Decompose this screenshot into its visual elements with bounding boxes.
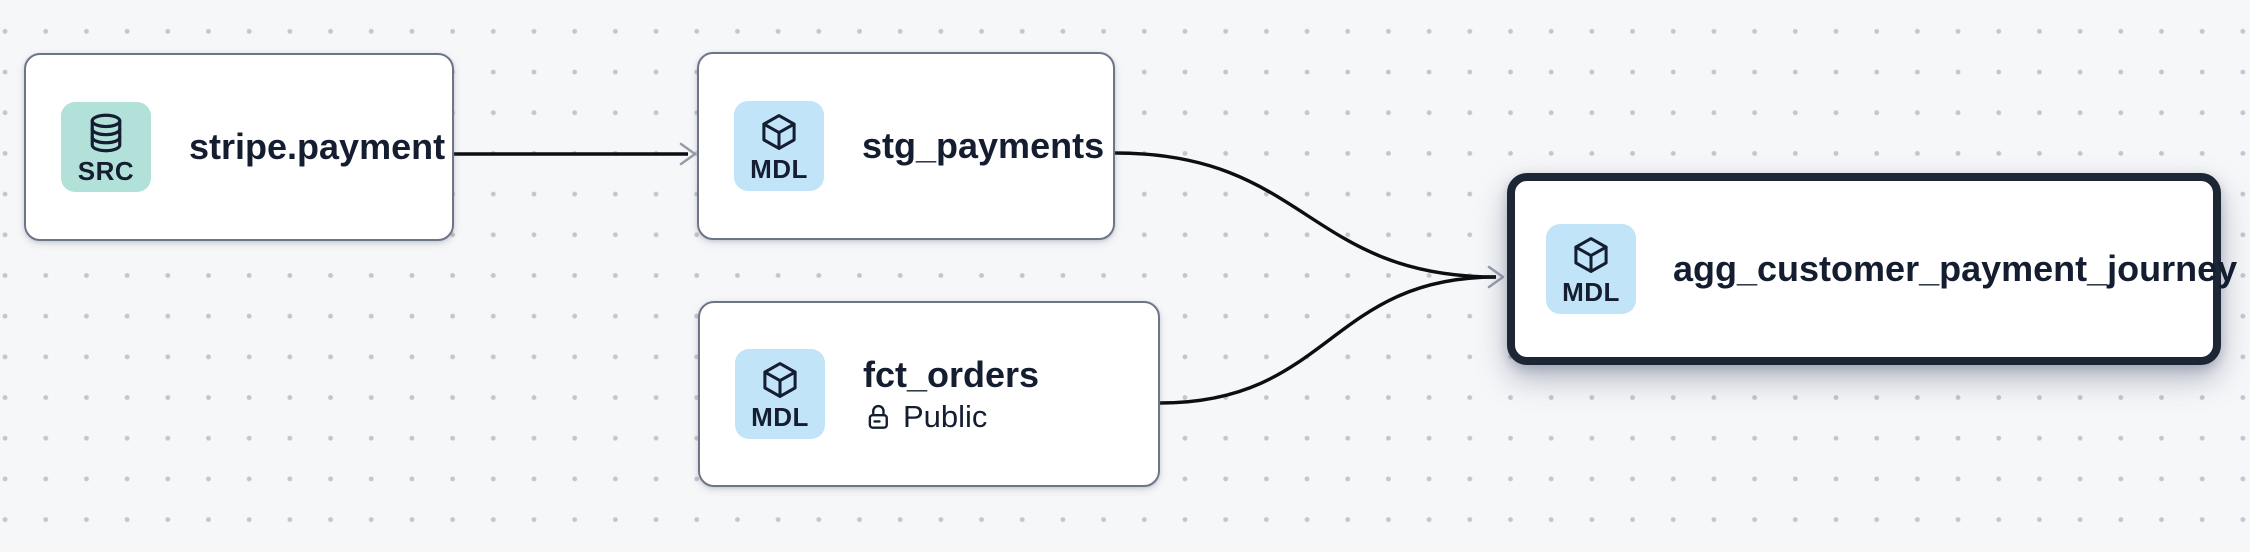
cube-icon: [759, 359, 801, 401]
arrowhead-icon: [1487, 265, 1505, 289]
model-badge: MDL: [734, 101, 824, 191]
cube-icon: [758, 111, 800, 153]
database-icon: [84, 111, 128, 155]
access-row: Public: [863, 398, 1039, 434]
model-badge: MDL: [735, 349, 825, 439]
badge-label: SRC: [77, 155, 135, 186]
node-title: stripe.payment: [189, 126, 446, 168]
access-label: Public: [903, 398, 988, 434]
badge-label: MDL: [750, 153, 808, 184]
node-stripe-payment[interactable]: SRC stripe.payment: [24, 53, 454, 241]
edge-stg-payments-to-agg-journey[interactable]: [1114, 151, 1497, 279]
source-badge: SRC: [61, 102, 151, 192]
badge-label: MDL: [751, 401, 809, 432]
node-text-block: fct_orders Public: [863, 354, 1039, 433]
node-title: fct_orders: [863, 354, 1040, 396]
node-agg-customer-payment-journey[interactable]: MDL agg_customer_payment_journey: [1507, 173, 2237, 365]
cube-icon: [1570, 234, 1612, 276]
edge-fct-orders-to-agg-journey[interactable]: [1159, 275, 1497, 405]
node-title: agg_customer_payment_journey: [1673, 248, 2238, 290]
model-badge: MDL: [1546, 224, 1636, 314]
node-stg-payments[interactable]: MDL stg_payments: [697, 52, 1115, 240]
node-title: stg_payments: [862, 125, 1105, 167]
lock-open-icon: [863, 402, 893, 432]
node-fct-orders[interactable]: MDL fct_orders Public: [698, 301, 1160, 487]
badge-label: MDL: [1562, 276, 1620, 307]
arrowhead-icon: [679, 142, 697, 166]
